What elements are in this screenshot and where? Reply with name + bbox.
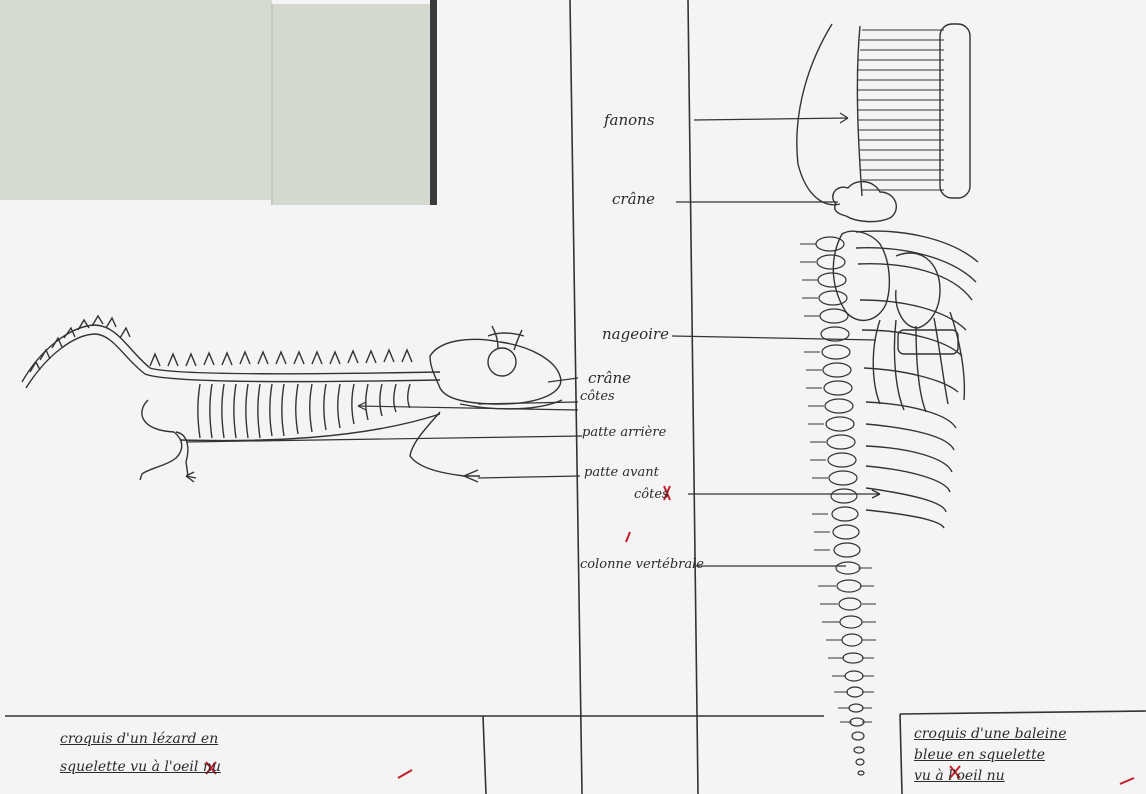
whale-label-colonne: colonne vertébrale [580,558,704,571]
lizard-label-crane: crâne [588,371,631,386]
paper-cards [0,0,437,205]
whale-label-nageoire: nageoire [602,327,669,342]
whale-caption-line1: croquis d'une baleine [914,727,1066,741]
whale-label-fanons: fanons [604,113,655,128]
whale-caption-line2: bleue en squelette [914,748,1045,762]
lizard-label-cotes: côtes [580,390,615,403]
whale-caption-line3: vu à l'oeil nu [914,769,1005,783]
whale-label-crane: crâne [612,192,655,207]
whale-label-cotes: côtes [634,488,669,501]
lizard-caption-line2: squelette vu à l'oeil nu [60,760,221,774]
lizard-label-patte-avant: patte avant [584,466,659,479]
lizard-caption-line1: croquis d'un lézard en [60,732,218,746]
lizard-label-patte-arriere: patte arrière [582,426,666,439]
